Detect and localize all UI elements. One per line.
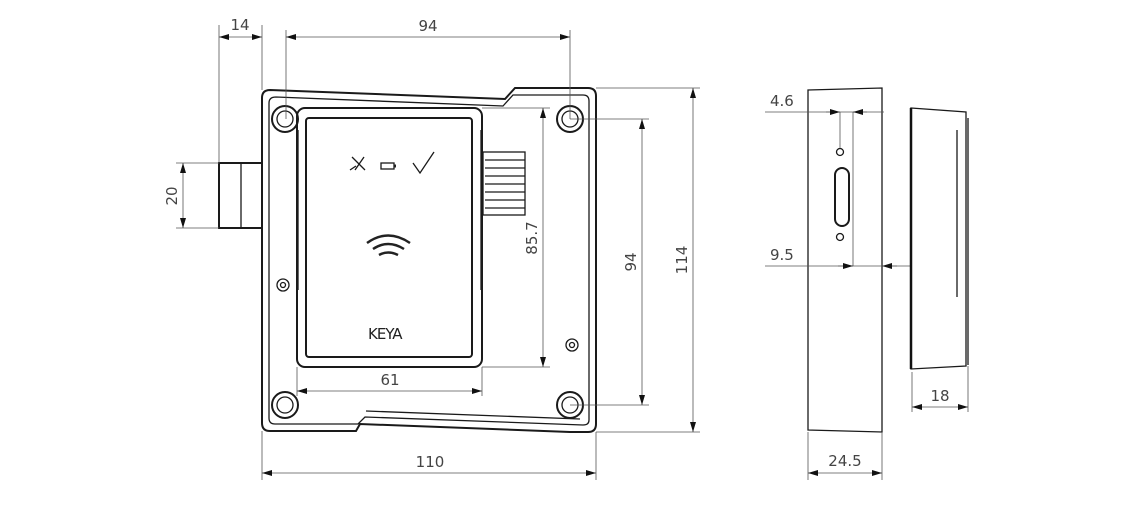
dimension-reader-thickness: 18 (911, 366, 969, 412)
dimension-slot-width: 4.6 (765, 92, 884, 115)
svg-text:9.5: 9.5 (770, 246, 794, 264)
dimension-slot-offset: 9.5 (765, 246, 910, 269)
reader-side-view (909, 107, 969, 370)
dimension-card-width: 61 (296, 367, 483, 396)
battery-grill (482, 151, 526, 216)
dimension-hole-spacing-vertical: 94 (570, 118, 649, 406)
svg-text:61: 61 (380, 371, 399, 389)
dimension-bolt-offset: 14 (218, 16, 263, 163)
check-icon (412, 151, 435, 175)
dimension-bolt-height: 20 (163, 162, 219, 229)
svg-text:110: 110 (416, 453, 445, 471)
dimension-depth: 24.5 (807, 432, 883, 480)
lock-body (261, 87, 597, 433)
dimension-overall-height: 114 (596, 87, 700, 433)
svg-text:14: 14 (230, 16, 249, 34)
dimension-card-height: 85.7 (482, 107, 550, 368)
svg-text:4.6: 4.6 (770, 92, 794, 110)
dimension-hole-spacing-horizontal: 94 (285, 17, 571, 119)
svg-text:114: 114 (673, 246, 691, 275)
side-view-plate (807, 87, 883, 433)
nfc-wave-icon (366, 234, 411, 257)
dimension-overall-width: 110 (261, 431, 597, 480)
svg-text:20: 20 (163, 186, 181, 205)
reader-card (296, 107, 483, 368)
keya-logo: KEYA (368, 325, 403, 343)
svg-text:18: 18 (930, 387, 949, 405)
mounting-holes (271, 105, 584, 419)
battery-icon (380, 162, 396, 170)
svg-text:94: 94 (418, 17, 437, 35)
svg-text:24.5: 24.5 (828, 452, 861, 470)
bolt (218, 162, 263, 229)
svg-text:94: 94 (622, 252, 640, 271)
tools-icon (349, 156, 366, 171)
svg-text:85.7: 85.7 (523, 221, 541, 254)
